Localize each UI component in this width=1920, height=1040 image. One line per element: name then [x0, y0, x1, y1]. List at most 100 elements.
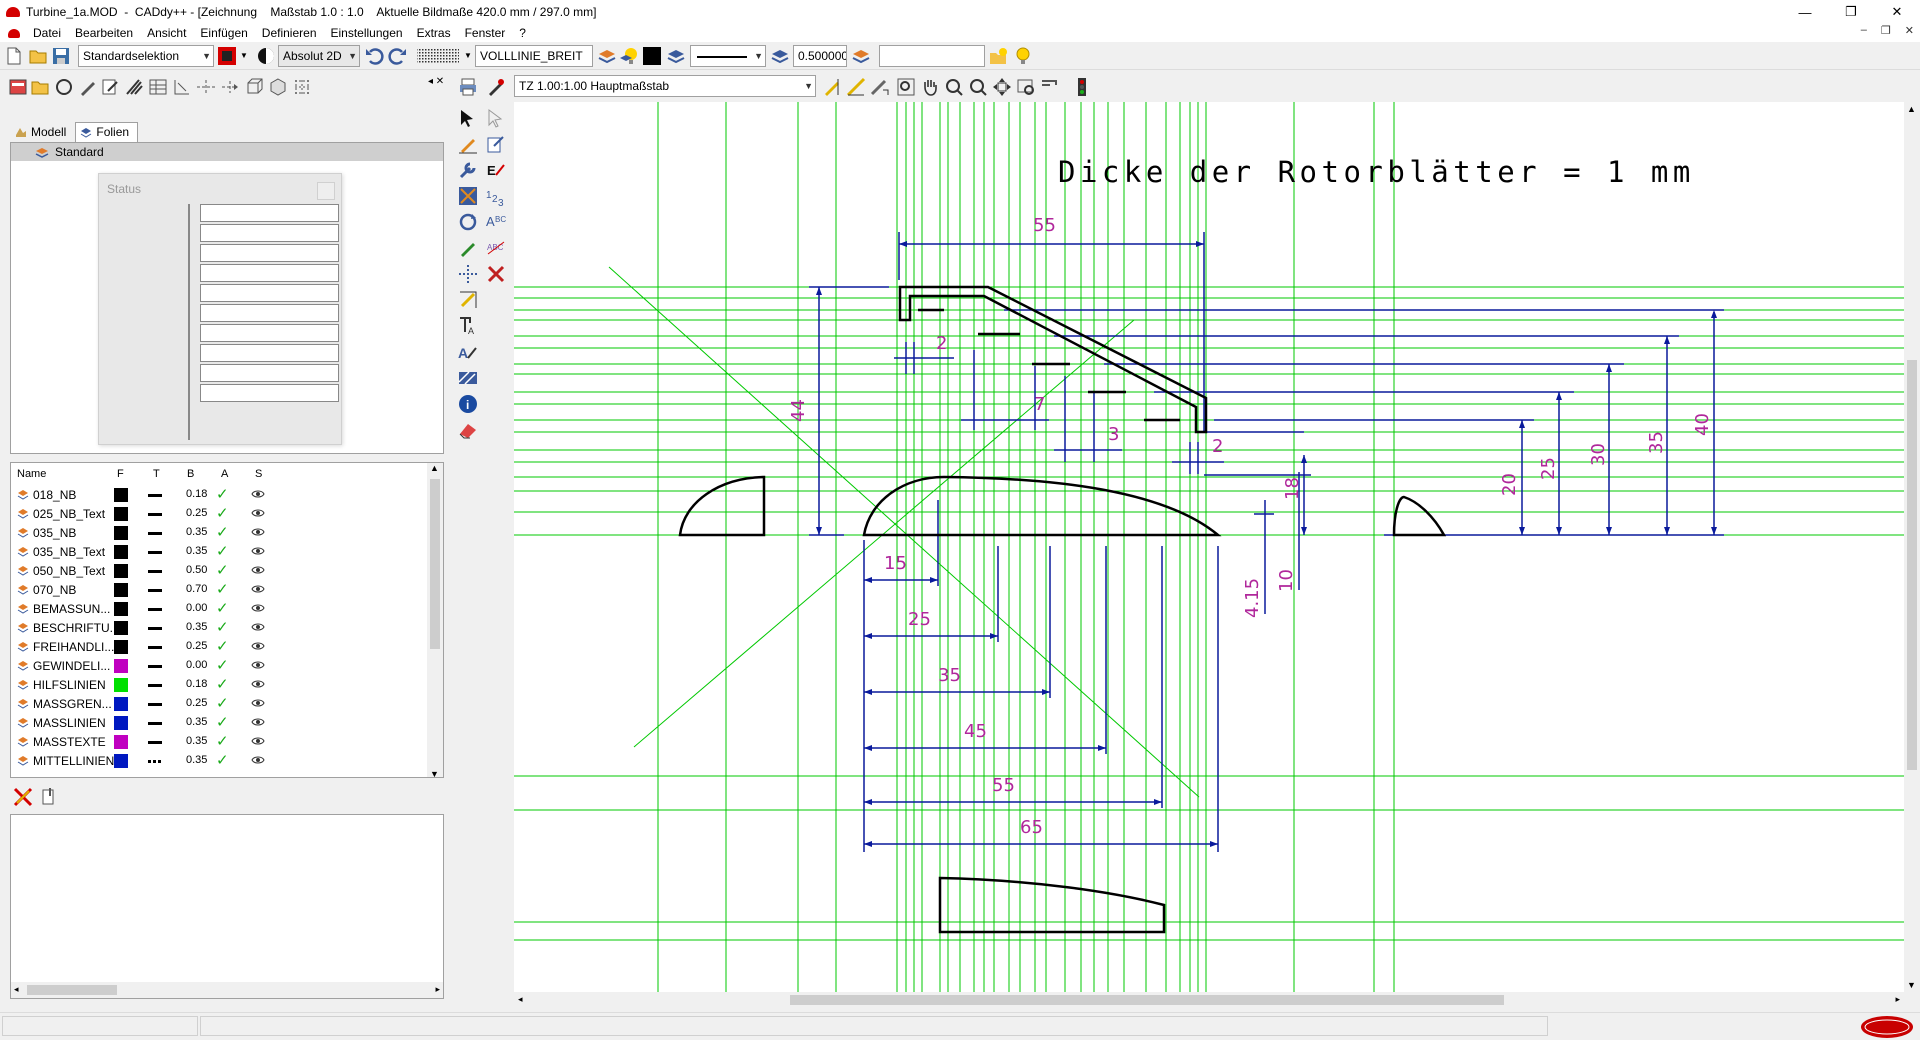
layer-visible-eye-icon[interactable]	[251, 544, 265, 558]
layer-linetype[interactable]	[148, 760, 162, 763]
color-dropdown-arrow[interactable]: ▼	[240, 51, 248, 60]
delete-x-icon[interactable]	[486, 264, 506, 284]
layer-color-swatch[interactable]	[114, 659, 128, 673]
coordinate-icon[interactable]	[256, 46, 276, 66]
info-icon[interactable]: i	[458, 394, 478, 414]
layer-color-swatch[interactable]	[114, 621, 128, 635]
layer-visible-eye-icon[interactable]	[251, 620, 265, 634]
layer-linetype[interactable]	[148, 722, 162, 725]
snap-pencil-icon[interactable]	[822, 77, 842, 97]
layer-table-scrollbar[interactable]: ▲ ▼	[427, 463, 443, 777]
layer-linetype[interactable]	[148, 703, 162, 706]
layer-active-check-icon[interactable]: ✓	[216, 733, 229, 750]
layer-linetype[interactable]	[148, 741, 162, 744]
menu-fenster[interactable]: Fenster	[464, 26, 506, 40]
minimize-button[interactable]: —	[1798, 4, 1812, 20]
eraser-icon[interactable]	[458, 420, 478, 440]
folder-tool-icon[interactable]	[30, 77, 50, 97]
tab-modell[interactable]: Modell	[10, 122, 75, 142]
col-active[interactable]: A	[221, 468, 229, 480]
color-select-icon[interactable]	[217, 46, 237, 66]
open-folder-icon[interactable]	[28, 46, 48, 66]
layer-row[interactable]: BEMASSUN...0.00✓	[11, 599, 431, 618]
menu-bearbeiten[interactable]: Bearbeiten	[75, 26, 134, 40]
delete-layer-icon[interactable]	[12, 786, 34, 808]
pen-color-icon[interactable]	[486, 77, 506, 97]
scroll-right-icon[interactable]: ▸	[435, 984, 440, 994]
grid-cross-icon[interactable]	[458, 186, 478, 206]
layer-color-swatch[interactable]	[114, 640, 128, 654]
scale-select[interactable]: TZ 1.00:1.00 Hauptmaßstab▼	[514, 75, 816, 97]
col-name[interactable]: Name	[17, 468, 47, 480]
document-icon[interactable]	[8, 28, 20, 38]
line-width-field[interactable]: 0.500000	[793, 45, 847, 67]
bulb-layer-icon[interactable]	[619, 46, 639, 66]
layer-linetype[interactable]	[148, 494, 162, 497]
zoom-all-icon[interactable]	[992, 77, 1012, 97]
layer-linetype[interactable]	[148, 684, 162, 687]
menu-ansicht[interactable]: Ansicht	[147, 26, 187, 40]
pan-hand-icon[interactable]	[920, 77, 940, 97]
layer-linetype[interactable]	[148, 627, 162, 630]
move-point-icon[interactable]	[220, 77, 240, 97]
redo-icon[interactable]	[388, 46, 408, 66]
pencil-icon[interactable]	[458, 134, 478, 154]
zoom-window-icon[interactable]	[896, 77, 916, 97]
layer-active-check-icon[interactable]: ✓	[216, 695, 229, 712]
layer-active-check-icon[interactable]: ✓	[216, 600, 229, 617]
layer-visible-eye-icon[interactable]	[251, 525, 265, 539]
dotted-grid-icon[interactable]	[292, 77, 312, 97]
canvas-hscrollbar[interactable]: ◂ ▸	[514, 992, 1904, 1008]
col-visible[interactable]: S	[255, 468, 263, 480]
col-color[interactable]: F	[117, 468, 124, 480]
layer-color-swatch[interactable]	[114, 564, 128, 578]
layer-visible-eye-icon[interactable]	[251, 696, 265, 710]
layer-color-swatch[interactable]	[114, 754, 128, 768]
tab-folien[interactable]: Folien	[75, 122, 139, 142]
layer-visible-eye-icon[interactable]	[251, 506, 265, 520]
scroll-down-icon[interactable]: ▼	[1907, 980, 1916, 990]
lightbulb-icon[interactable]	[1013, 46, 1033, 66]
snap-grid-icon[interactable]	[870, 77, 890, 97]
undo-icon[interactable]	[364, 46, 384, 66]
layer-active-check-icon[interactable]: ✓	[216, 581, 229, 598]
col-type[interactable]: T	[153, 468, 160, 480]
layer-active-check-icon[interactable]: ✓	[216, 752, 229, 769]
layer-linetype[interactable]	[148, 570, 162, 573]
menu-definieren[interactable]: Definieren	[261, 26, 317, 40]
layer-visible-eye-icon[interactable]	[251, 677, 265, 691]
new-file-icon[interactable]	[4, 46, 24, 66]
traffic-light-icon[interactable]	[1072, 77, 1092, 97]
layer-active-check-icon[interactable]: ✓	[216, 562, 229, 579]
draw-line-icon[interactable]	[458, 238, 478, 258]
snap-angle-icon[interactable]	[846, 77, 866, 97]
scroll-up-icon[interactable]: ▲	[1907, 104, 1916, 114]
layer-row[interactable]: BESCHRIFTU...0.35✓	[11, 618, 431, 637]
drawing-canvas[interactable]: Dicke der Rotorblätter = 1 mm	[514, 102, 1904, 992]
table-tool-icon[interactable]	[148, 77, 168, 97]
layer-row[interactable]: MASSGREN...0.25✓	[11, 694, 431, 713]
line-type-name-field[interactable]: VOLLLINIE_BREIT	[475, 45, 593, 67]
menu-extras[interactable]: Extras	[416, 26, 451, 40]
layer-visible-eye-icon[interactable]	[251, 658, 265, 672]
layer-visible-eye-icon[interactable]	[251, 582, 265, 596]
layer-color-swatch[interactable]	[114, 507, 128, 521]
layer-color-swatch[interactable]	[114, 583, 128, 597]
mdi-restore-button[interactable]: ❐	[1880, 25, 1891, 37]
col-width[interactable]: B	[187, 468, 195, 480]
properties-hscrollbar[interactable]: ◂ ▸	[11, 982, 443, 998]
zoom-previous-icon[interactable]	[1016, 77, 1036, 97]
layer-linetype[interactable]	[148, 665, 162, 668]
redraw-icon[interactable]	[1040, 77, 1060, 97]
zoom-out-icon[interactable]	[968, 77, 988, 97]
coordinate-mode-select[interactable]: Absolut 2D▼	[278, 45, 360, 67]
layer-active-check-icon[interactable]: ✓	[216, 638, 229, 655]
layer-active-check-icon[interactable]: ✓	[216, 619, 229, 636]
spell-check-icon[interactable]: ABC	[486, 238, 506, 258]
